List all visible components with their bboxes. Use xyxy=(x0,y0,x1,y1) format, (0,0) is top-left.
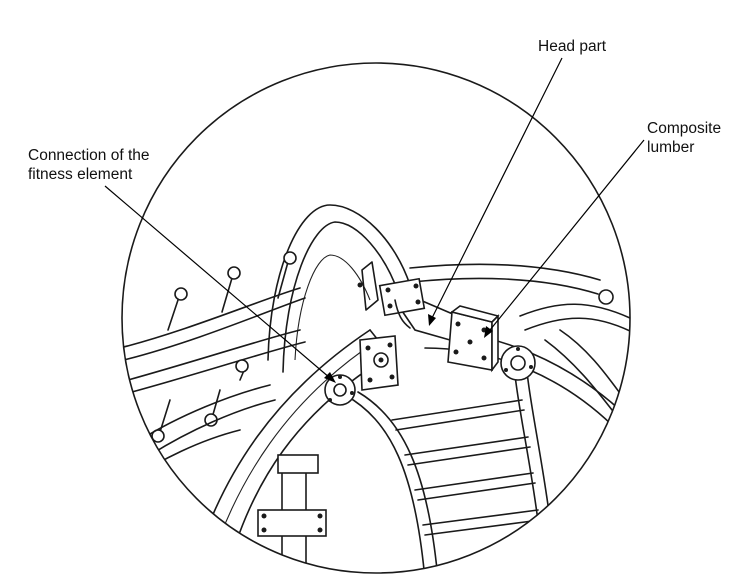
leader-head-part xyxy=(431,57,563,319)
top-pipe xyxy=(394,299,411,329)
label-composite-lumber: Composite lumber xyxy=(647,120,722,156)
upper-left-pipes xyxy=(122,287,306,393)
support-post xyxy=(257,454,327,573)
fitness-connection-flange xyxy=(324,374,356,406)
right-flange xyxy=(500,345,536,381)
leader-lines xyxy=(104,57,645,383)
leader-composite xyxy=(489,139,645,331)
arrow-connection-icon xyxy=(324,372,336,383)
label-head-part: Head part xyxy=(538,38,607,55)
head-part xyxy=(357,261,461,341)
left-rungs xyxy=(151,251,297,443)
detail-circle xyxy=(121,62,631,574)
label-connection-fitness-element: Connection of the fitness element xyxy=(28,147,150,183)
ladder xyxy=(344,371,558,573)
composite-lumber-plate xyxy=(447,305,500,373)
structure-group xyxy=(122,204,630,573)
arrow-head-part-icon xyxy=(428,314,436,326)
connection-plate-left xyxy=(359,335,399,391)
lower-left-pipes xyxy=(129,384,276,481)
leader-connection xyxy=(104,185,331,379)
rear-arch xyxy=(267,204,411,373)
arrow-composite-icon xyxy=(484,326,493,338)
